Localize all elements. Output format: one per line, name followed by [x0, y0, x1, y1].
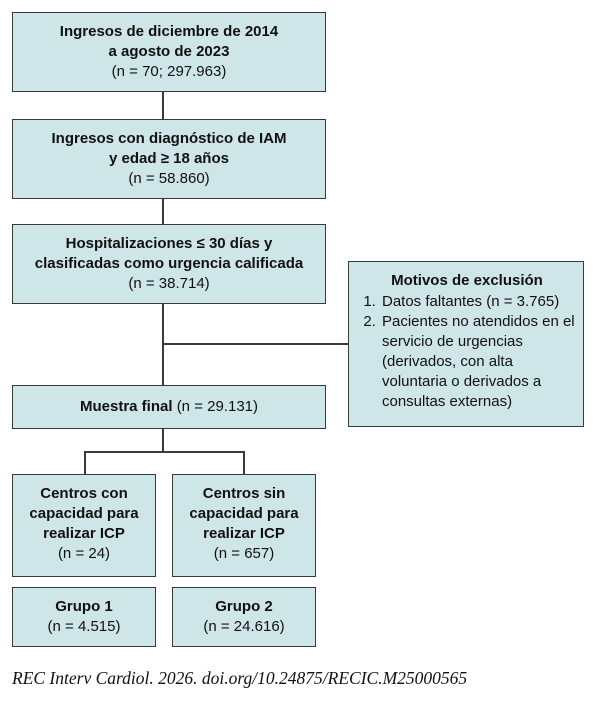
centros-con-line2: capacidad para	[29, 505, 139, 522]
centros-con-count: (n = 24)	[57, 545, 111, 562]
box-grupo-2: Grupo 2 (n = 24.616)	[172, 587, 316, 647]
box-ingresos: Ingresos de diciembre de 2014 a agosto d…	[12, 12, 326, 92]
grupo-1-count: (n = 4.515)	[47, 618, 121, 635]
box-diagnostico-line2: y edad ≥ 18 años	[109, 150, 229, 167]
centros-sin-line1: Centros sin	[202, 485, 286, 502]
grupo-1-label: Grupo 1	[55, 598, 113, 615]
box-hospitalizaciones-count: (n = 38.714)	[128, 275, 210, 292]
centros-sin-line3: realizar ICP	[203, 525, 285, 542]
centros-sin-line2: capacidad para	[189, 505, 299, 522]
box-muestra-final: Muestra final (n = 29.131)	[12, 385, 326, 429]
box-diagnostico-count: (n = 58.860)	[128, 170, 210, 187]
connector-diagnostico-hospitalizaciones	[162, 198, 164, 224]
centros-con-line1: Centros con	[40, 485, 128, 502]
exclusion-title: Motivos de exclusión	[391, 272, 543, 289]
box-diagnostico-line1: Ingresos con diagnóstico de IAM	[51, 130, 287, 147]
exclusion-item: Datos faltantes (n = 3.765)	[380, 292, 575, 312]
connector-exclusion-branch	[162, 343, 348, 345]
muestra-count: (n = 29.131)	[176, 398, 258, 415]
box-centros-con: Centros con capacidad para realizar ICP …	[12, 474, 156, 577]
connector-muestra-split-vertical	[162, 428, 164, 451]
box-hospitalizaciones-line2: clasificadas como urgencia calificada	[34, 255, 304, 272]
box-hospitalizaciones-line1: Hospitalizaciones ≤ 30 días y	[65, 235, 273, 252]
box-hospitalizaciones: Hospitalizaciones ≤ 30 días y clasificad…	[12, 224, 326, 304]
connector-split-horizontal	[84, 451, 244, 453]
exclusion-list: Datos faltantes (n = 3.765) Pacientes no…	[359, 292, 575, 412]
box-grupo-1: Grupo 1 (n = 4.515)	[12, 587, 156, 647]
box-diagnostico: Ingresos con diagnóstico de IAM y edad ≥…	[12, 119, 326, 199]
connector-hospitalizaciones-muestra	[162, 304, 164, 385]
box-ingresos-line2: a agosto de 2023	[108, 43, 230, 60]
exclusion-item: Pacientes no atendidos en el servicio de…	[380, 312, 575, 412]
centros-sin-count: (n = 657)	[213, 545, 275, 562]
connector-split-left	[84, 451, 86, 474]
centros-con-line3: realizar ICP	[43, 525, 125, 542]
muestra-label: Muestra final	[79, 398, 173, 415]
box-motivos-exclusion: Motivos de exclusión Datos faltantes (n …	[348, 261, 584, 427]
grupo-2-label: Grupo 2	[215, 598, 273, 615]
box-centros-sin: Centros sin capacidad para realizar ICP …	[172, 474, 316, 577]
connector-ingresos-diagnostico	[162, 92, 164, 119]
connector-split-right	[243, 451, 245, 474]
box-ingresos-count: (n = 70; 297.963)	[111, 63, 227, 80]
citation: REC Interv Cardiol. 2026. doi.org/10.248…	[12, 668, 468, 688]
box-ingresos-line1: Ingresos de diciembre de 2014	[59, 23, 279, 40]
grupo-2-count: (n = 24.616)	[203, 618, 285, 635]
